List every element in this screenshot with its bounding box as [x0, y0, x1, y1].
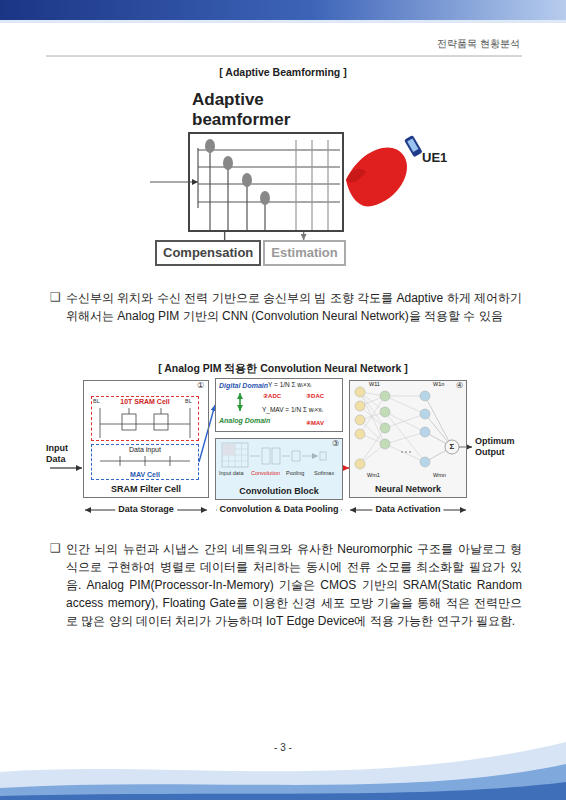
span-label: Data Activation: [372, 504, 443, 514]
domain-arrow: [239, 393, 241, 411]
beam-sidelobe: [346, 169, 366, 183]
span-label: Data Storage: [115, 504, 177, 514]
sum-symbol: Σ: [450, 441, 455, 452]
ue-label: UE1: [422, 150, 447, 165]
signal-label: ④MAV: [306, 419, 324, 426]
mav-cell-box: Data inputMAV Cell: [91, 444, 199, 480]
header-rule: [46, 56, 522, 57]
estimation-lines: [296, 140, 328, 232]
node-text: Compensation: [163, 245, 253, 261]
node-text: Analog Domain: [219, 417, 270, 424]
figure-title: [ Adaptive Beamforming ]: [219, 66, 346, 78]
formula: Y_MAV = 1/N Σ wᵢ×xᵢ: [262, 406, 323, 413]
node-text: Data input: [92, 446, 198, 453]
page-number: - 3 -: [274, 742, 292, 753]
node-text: Neural Network: [350, 484, 466, 494]
footer-wave: [0, 782, 566, 800]
beam-lobe: [346, 148, 407, 207]
antenna-elements: [205, 139, 270, 205]
bullet: ❑: [50, 541, 61, 555]
figure-title: [ Analog PIM 적용한 Convolution Neural Netw…: [158, 362, 408, 376]
output-label: Optimum Output: [475, 436, 523, 458]
signal-label: ②ADC: [263, 392, 281, 399]
sram-circuit: [100, 408, 190, 466]
input-label: Input Data: [46, 443, 80, 465]
node-text: Digital Domain: [219, 382, 268, 389]
estimation-box: Estimation: [263, 240, 345, 266]
weight-label: W11: [368, 381, 381, 387]
connector: [224, 232, 225, 240]
step-label: Pooling: [286, 470, 304, 476]
node-text: Convolution Block: [216, 486, 342, 496]
weight-label: Wm1: [366, 472, 381, 478]
callout-number: ③: [332, 439, 339, 448]
paragraph: 인간 뇌의 뉴런과 시냅스 간의 네트워크와 유사한 Neuromorphic …: [66, 540, 522, 630]
sram-cell-box: 10T SRAM Cell: [91, 396, 199, 441]
bullet: ❑: [50, 290, 61, 304]
step-label: Convolution: [251, 470, 280, 476]
connector: [303, 232, 304, 240]
weight-label: W1n: [432, 381, 445, 387]
compensation-box: Compensation: [155, 240, 261, 266]
header-band: [0, 0, 566, 20]
node-text: Adaptive beamformer: [192, 90, 332, 130]
input-arrow: [50, 467, 82, 468]
beamformer-box: Adaptive beamformer: [188, 132, 344, 232]
phone-icon: [404, 135, 423, 157]
node-text: 10T SRAM Cell: [92, 398, 198, 405]
formula: Y = 1/N Σ wᵢ×xᵢ: [268, 381, 311, 388]
step-label: Softmax: [314, 470, 334, 476]
callout-number: ①: [197, 381, 204, 390]
node-text: Estimation: [271, 245, 337, 261]
pin-label: BL: [93, 398, 100, 404]
connector: [199, 405, 215, 462]
header-title: 전략품목 현황분석: [400, 38, 520, 51]
sram-panel: SRAM Filter Cell 10T SRAM CellData inputM…: [83, 380, 209, 498]
convolution-panel: Convolution Block: [215, 438, 343, 500]
pin-label: BL: [185, 398, 192, 404]
step-label: Input data: [219, 470, 243, 476]
node-text: MAV Cell: [92, 471, 198, 478]
span-label: Convolution & Data Pooling: [217, 504, 342, 514]
footer-wave: [0, 742, 566, 800]
node-text: SRAM Filter Cell: [84, 484, 208, 494]
footer-wave: [0, 764, 566, 800]
weight-label: Wmn: [432, 472, 447, 478]
callout-number: ④: [456, 381, 463, 390]
paragraph: 수신부의 위치와 수신 전력 기반으로 송신부의 빔 조향 각도를 Adapti…: [66, 289, 522, 325]
header-stripe: [0, 20, 566, 23]
signal-label: ③DAC: [306, 392, 324, 399]
neural-network-panel: Neural Network: [349, 380, 467, 498]
